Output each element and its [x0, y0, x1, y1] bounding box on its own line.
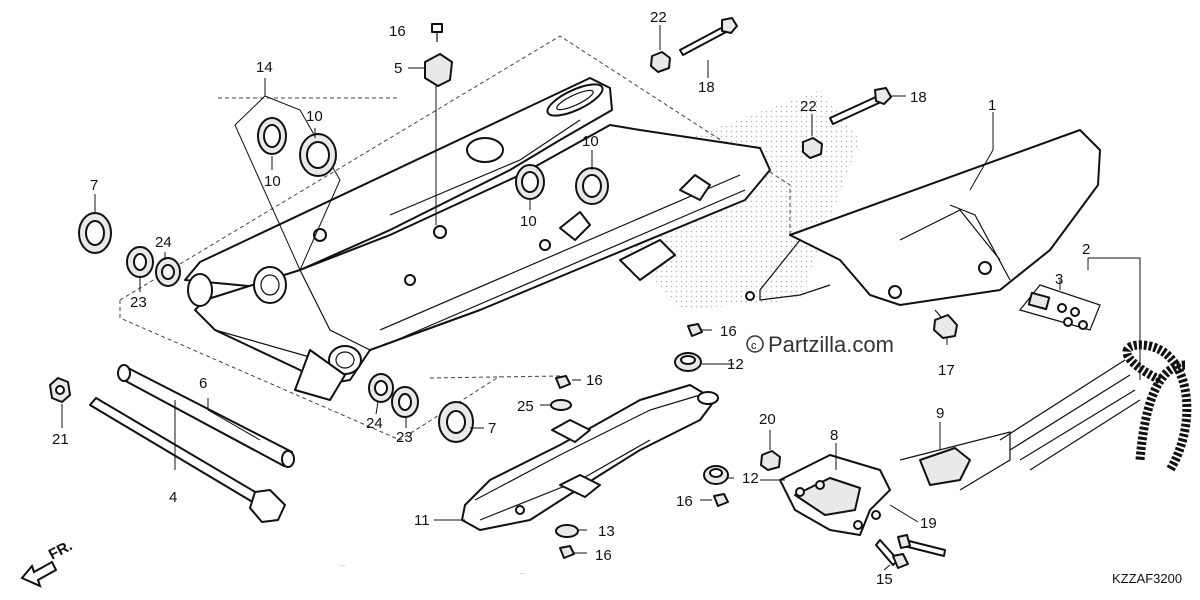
dust-seal-10-top[interactable] — [299, 133, 337, 177]
partzilla-watermark: c Partzilla.com — [746, 332, 894, 357]
bolt-17[interactable] — [933, 309, 958, 339]
callout-19[interactable]: 19 — [920, 515, 937, 532]
callout-8[interactable]: 8 — [830, 427, 838, 444]
bolt-16-bottom[interactable] — [559, 545, 575, 559]
callout-16-e[interactable]: 16 — [595, 547, 612, 564]
callout-16-d[interactable]: 16 — [676, 493, 693, 510]
callout-23-b[interactable]: 23 — [396, 429, 413, 446]
nut-22-top[interactable] — [650, 51, 671, 73]
bolt-19[interactable] — [897, 534, 946, 557]
callout-labels: 1 2 3 4 5 6 7 7 8 9 10 10 10 10 11 12 12… — [52, 9, 1090, 588]
drive-chain-slider[interactable] — [461, 384, 719, 531]
callout-10-d[interactable]: 10 — [582, 133, 599, 150]
dust-seal-10-right[interactable] — [575, 167, 609, 205]
pivot-bolt[interactable] — [89, 397, 286, 523]
collar-12-mid[interactable] — [703, 465, 729, 485]
callout-14[interactable]: 14 — [256, 59, 273, 76]
bearing-7-right[interactable] — [438, 401, 474, 443]
callout-17[interactable]: 17 — [938, 362, 955, 379]
bearing-24-right[interactable] — [368, 373, 394, 403]
fine-print-2: ... — [520, 570, 525, 576]
callout-2[interactable]: 2 — [1082, 241, 1090, 258]
bolt-16-top[interactable] — [431, 23, 443, 42]
dust-seal-10-mid[interactable] — [515, 164, 545, 200]
bolt-16-mid[interactable] — [687, 323, 703, 337]
leader-lines — [61, 25, 1141, 571]
callout-9[interactable]: 9 — [936, 405, 944, 422]
front-marker-label: FR. — [46, 537, 75, 563]
dust-seal-14[interactable] — [257, 117, 287, 155]
pivot-collar-pipe[interactable] — [117, 364, 295, 468]
bolt-15[interactable] — [875, 539, 909, 569]
callout-5[interactable]: 5 — [394, 60, 402, 77]
bolt-16-slider-top[interactable] — [555, 375, 571, 389]
callout-24-b[interactable]: 24 — [366, 415, 383, 432]
washer-25[interactable] — [550, 399, 572, 411]
chain-guide-slider[interactable] — [919, 447, 971, 486]
callout-4[interactable]: 4 — [169, 489, 177, 506]
washer-13[interactable] — [555, 524, 579, 538]
callout-21[interactable]: 21 — [52, 431, 69, 448]
collar-23-left[interactable] — [126, 246, 154, 278]
callout-10-a[interactable]: 10 — [264, 173, 281, 190]
collar-12-top[interactable] — [674, 352, 702, 372]
callout-1[interactable]: 1 — [988, 97, 996, 114]
callout-15[interactable]: 15 — [876, 571, 893, 588]
collar-23-right[interactable] — [391, 386, 419, 418]
diagram-code: KZZAF3200 — [1112, 571, 1182, 586]
callout-16-c[interactable]: 16 — [586, 372, 603, 389]
pivot-nut[interactable] — [49, 377, 71, 403]
callout-16-a[interactable]: 16 — [389, 23, 406, 40]
callout-10-b[interactable]: 10 — [306, 108, 323, 125]
nut-22-right[interactable] — [802, 137, 823, 159]
callout-18-b[interactable]: 18 — [910, 89, 927, 106]
callout-18-a[interactable]: 18 — [698, 79, 715, 96]
guide-slider-outline — [899, 431, 1011, 491]
bolt-18-top[interactable] — [679, 17, 738, 56]
bolt-18-right[interactable] — [829, 87, 892, 125]
drive-chain-guide[interactable] — [779, 454, 891, 536]
bolt-16-lower[interactable] — [713, 493, 729, 507]
callout-16-b[interactable]: 16 — [720, 323, 737, 340]
cable-guide-5[interactable] — [424, 53, 453, 87]
chain-joint-kit[interactable] — [1018, 284, 1101, 331]
bearing-24-left[interactable] — [155, 257, 181, 287]
drive-chain[interactable] — [999, 340, 1192, 473]
callout-22-a[interactable]: 22 — [650, 9, 667, 26]
front-arrow-icon — [20, 560, 58, 588]
front-direction-arrow: FR. — [20, 537, 75, 588]
callout-12-a[interactable]: 12 — [727, 356, 744, 373]
callout-12-b[interactable]: 12 — [742, 470, 759, 487]
callout-22-b[interactable]: 22 — [800, 98, 817, 115]
callout-24-a[interactable]: 24 — [155, 234, 172, 251]
watermark-text: Partzilla.com — [768, 332, 894, 357]
callout-13[interactable]: 13 — [598, 523, 615, 540]
svg-text:c: c — [751, 340, 757, 352]
callout-25[interactable]: 25 — [517, 398, 534, 415]
callout-20[interactable]: 20 — [759, 411, 776, 428]
fine-print-1: ... — [340, 562, 345, 568]
callout-10-c[interactable]: 10 — [520, 213, 537, 230]
callout-3[interactable]: 3 — [1055, 271, 1063, 288]
swingarm[interactable] — [184, 77, 771, 401]
callout-7-right[interactable]: 7 — [488, 420, 496, 437]
nut-20[interactable] — [760, 450, 781, 471]
callout-23-a[interactable]: 23 — [130, 294, 147, 311]
bearing-7-left[interactable] — [78, 212, 112, 254]
callout-6[interactable]: 6 — [199, 375, 207, 392]
swingarm-dashed-frame — [119, 35, 791, 441]
callout-11[interactable]: 11 — [414, 512, 430, 529]
drive-chain-case[interactable] — [745, 129, 1101, 306]
callout-7-left[interactable]: 7 — [90, 177, 98, 194]
